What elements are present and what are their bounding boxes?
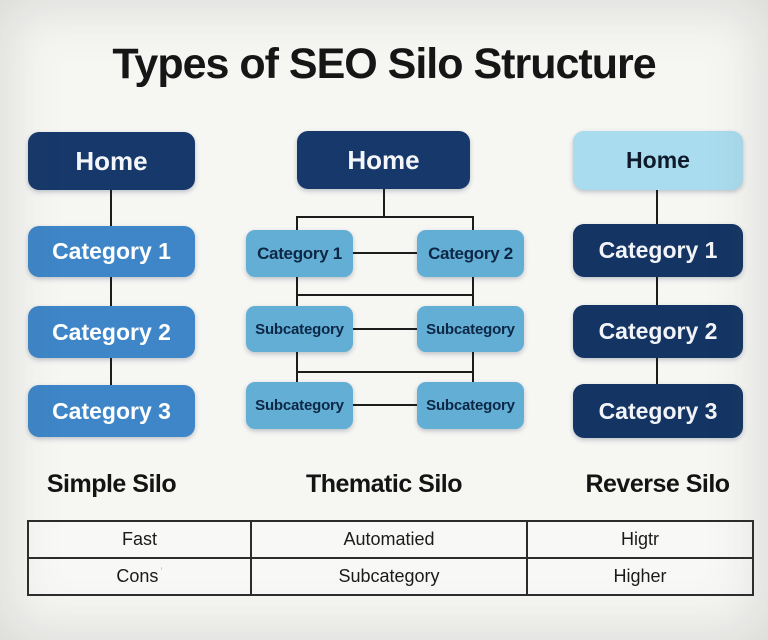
connector-line bbox=[383, 189, 385, 217]
connector-line bbox=[472, 277, 474, 306]
simple-silo-category2-node: Category 2 bbox=[28, 306, 195, 358]
table-cell-thematic: Subcategory bbox=[250, 557, 528, 596]
page-title: Types of SEO Silo Structure bbox=[112, 40, 656, 88]
thematic-silo-subcategory-node: Subcategory bbox=[417, 382, 524, 429]
reverse-silo-category2-node: Category 2 bbox=[573, 305, 743, 358]
thematic-silo-category2-node: Category 2 bbox=[417, 230, 524, 277]
connector-line bbox=[656, 358, 658, 384]
connector-line bbox=[296, 277, 298, 306]
connector-line bbox=[296, 371, 474, 373]
connector-line bbox=[353, 404, 417, 406]
simple-silo-category1-node: Category 1 bbox=[28, 226, 195, 277]
connector-line bbox=[296, 216, 474, 218]
table-cell-reverse: Higher bbox=[526, 557, 754, 596]
simple-silo-category3-node: Category 3 bbox=[28, 385, 195, 437]
thematic-silo-subcategory-node: Subcategory bbox=[246, 382, 353, 429]
thematic-silo-subcategory-node: Subcategory bbox=[417, 306, 524, 352]
connector-line bbox=[472, 352, 474, 382]
table-cell-simple: Fast bbox=[27, 520, 252, 559]
connector-line bbox=[296, 216, 298, 231]
reverse-silo-category3-node: Category 3 bbox=[573, 384, 743, 438]
connector-line bbox=[353, 328, 417, 330]
table-cell-text: Cons bbox=[116, 566, 159, 586]
connector-line bbox=[656, 277, 658, 305]
connector-line bbox=[353, 252, 417, 254]
thematic-silo-label: Thematic Silo bbox=[305, 470, 463, 498]
table-cell-reverse: Higtr bbox=[526, 520, 754, 559]
thematic-silo-category1-node: Category 1 bbox=[246, 230, 353, 277]
thematic-silo-home-node: Home bbox=[297, 131, 470, 189]
reverse-silo-home-node: Home bbox=[573, 131, 743, 190]
connector-line bbox=[472, 216, 474, 231]
table-cell-thematic: Automatied bbox=[250, 520, 528, 559]
connector-line bbox=[110, 277, 112, 307]
reverse-silo-category1-node: Category 1 bbox=[573, 224, 743, 277]
connector-line bbox=[656, 190, 658, 224]
simple-silo-label: Simple Silo bbox=[46, 470, 177, 498]
simple-silo-home-node: Home bbox=[28, 132, 195, 190]
connector-line bbox=[296, 294, 474, 296]
table-row: Fast Automatied Higtr bbox=[27, 520, 754, 559]
connector-line bbox=[110, 358, 112, 385]
faint-mark: ʼ bbox=[160, 567, 163, 578]
connector-line bbox=[110, 190, 112, 226]
thematic-silo-subcategory-node: Subcategory bbox=[246, 306, 353, 352]
reverse-silo-label: Reverse Silo bbox=[585, 470, 730, 498]
connector-line bbox=[296, 352, 298, 382]
